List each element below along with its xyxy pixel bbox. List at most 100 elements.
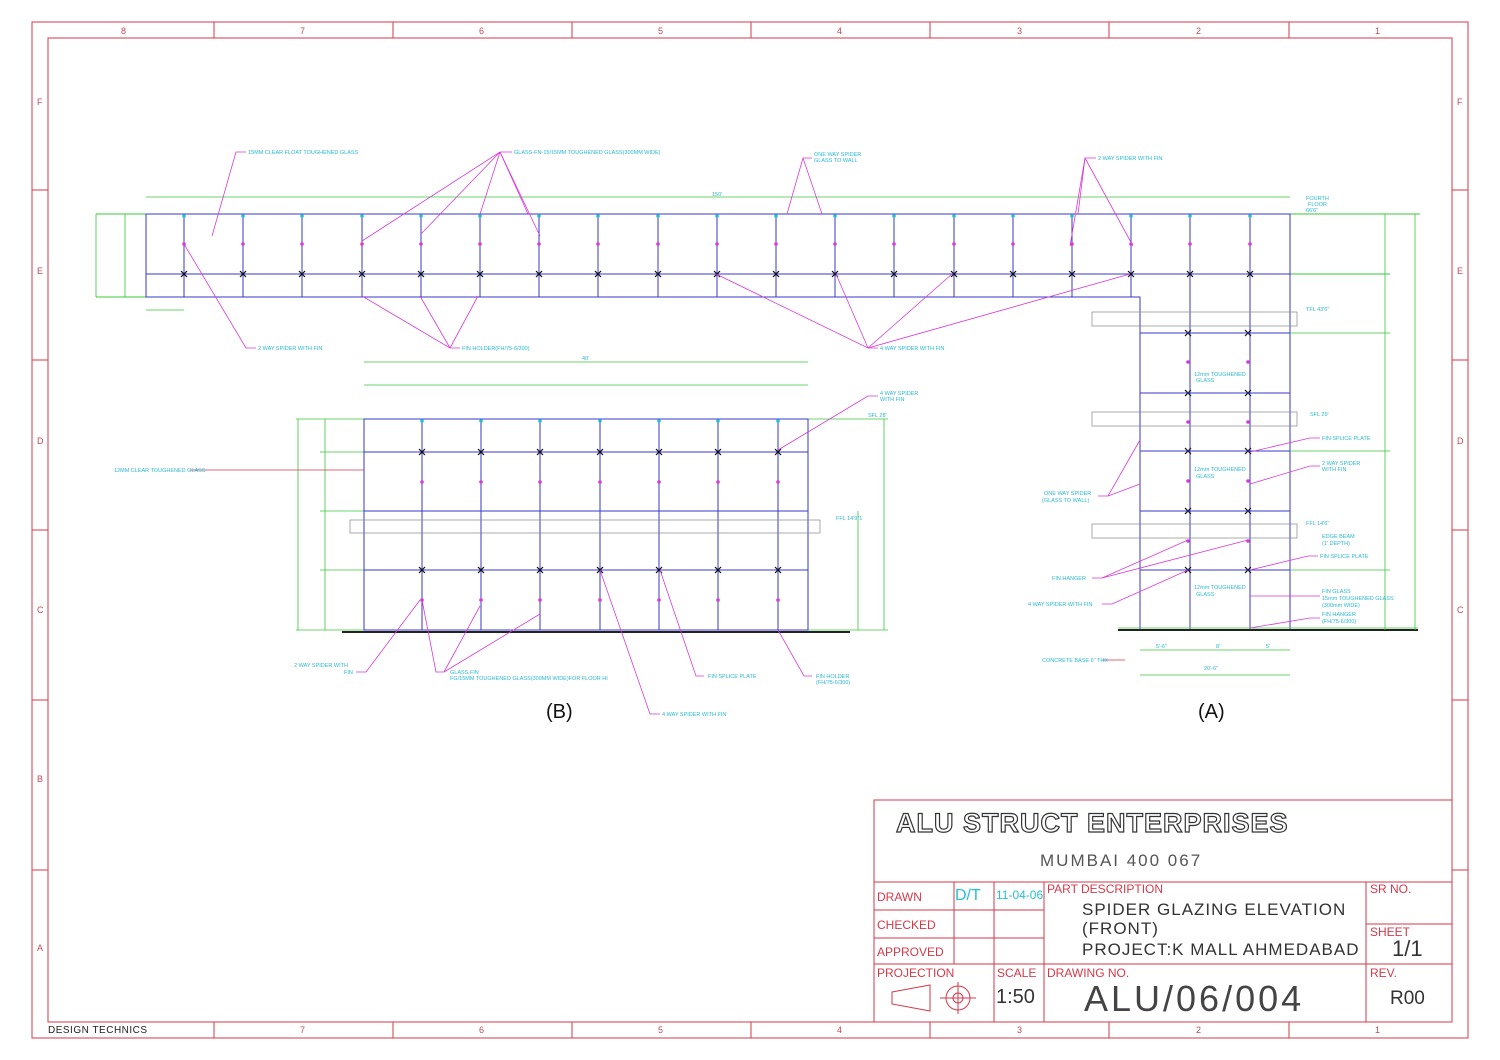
two-way-spider	[774, 242, 778, 246]
annotation-a-sfl: SFL 29'	[1310, 412, 1329, 418]
zone-right-C: C	[1457, 605, 1464, 615]
annotation-a-glass3: 12mm TOUGHENED	[1194, 585, 1246, 591]
four-way-spider	[1009, 270, 1017, 278]
four-way-spider	[774, 566, 782, 574]
two-way-spider	[1246, 479, 1250, 483]
annotation-a-concrete: CONCRETE BASE 6" THK	[1042, 658, 1108, 664]
annotation-b-two-way: 2 WAY SPIDER WITH	[294, 663, 348, 669]
four-way-spider	[298, 270, 306, 278]
two-way-spider	[360, 242, 364, 246]
part-desc-label: PART DESCRIPTION	[1047, 882, 1164, 896]
annotation-a-fin-glass: FIN GLASS	[1322, 589, 1351, 595]
annotation-b-fin-splice: FIN SPLICE PLATE	[708, 674, 757, 680]
two-way-spider	[715, 242, 719, 246]
two-way-spider	[1246, 360, 1250, 364]
one-way-spider	[419, 214, 423, 218]
two-way-spider	[776, 480, 780, 484]
four-way-spider	[1246, 270, 1254, 278]
leader-lines	[183, 151, 1320, 715]
two-way-spider	[833, 242, 837, 246]
zone-left-C: C	[37, 605, 44, 615]
four-way-spider	[714, 566, 722, 574]
one-way-spider	[479, 419, 483, 423]
annotation-b-ffl: FFL 14'9"1	[836, 516, 862, 522]
zone-left-E: E	[37, 266, 44, 276]
view-a-label: (A)	[1198, 701, 1225, 723]
one-way-spider	[833, 214, 837, 218]
two-way-spider	[596, 242, 600, 246]
annotation-b-four-way: 4 WAY SPIDER	[880, 391, 918, 397]
zone-bottom-1: 1	[1375, 1025, 1381, 1035]
zone-top-5: 5	[658, 26, 664, 36]
four-way-spider	[890, 270, 898, 278]
zone-left-A: A	[37, 943, 44, 953]
annotation-b-four-way-fin: 4 WAY SPIDER WITH FIN	[662, 712, 726, 718]
one-way-spider	[300, 214, 304, 218]
one-way-spider	[538, 419, 542, 423]
four-way-spider	[180, 270, 188, 278]
view-b-elevation	[296, 361, 888, 633]
company-name: ALU STRUCT ENTERPRISES	[895, 807, 1289, 838]
four-way-spider	[1186, 270, 1194, 278]
one-way-spider	[478, 214, 482, 218]
annotation-one-way-top: ONE WAY SPIDER	[814, 152, 861, 158]
one-way-spider	[1070, 214, 1074, 218]
two-way-spider	[1186, 539, 1190, 543]
two-way-spider	[537, 242, 541, 246]
four-way-spider	[476, 270, 484, 278]
annotation-a-fin-glass3: (300mm WIDE)	[1322, 603, 1360, 609]
one-way-spider	[774, 214, 778, 218]
one-way-spider	[892, 214, 896, 218]
one-way-spider	[715, 214, 719, 218]
zone-right-E: E	[1457, 266, 1464, 276]
two-way-spider	[300, 242, 304, 246]
dimension-a-3: 5'	[1266, 644, 1270, 650]
two-way-spider	[1070, 242, 1074, 246]
sheet-value: 1/1	[1392, 936, 1423, 961]
annotation-a-fin-hanger3: (FH/75-6/300)	[1322, 619, 1356, 625]
four-way-spider	[535, 270, 543, 278]
drawing-no-label: DRAWING NO.	[1047, 966, 1130, 980]
scale-label: SCALE	[997, 966, 1037, 980]
one-way-spider	[598, 419, 602, 423]
two-way-spider	[1186, 420, 1190, 424]
annotation-four-way-top: 4 WAY SPIDER WITH FIN	[880, 346, 944, 352]
annotation-a-glass1: 12mm TOUGHENED	[1194, 372, 1246, 378]
projection-symbol-icon	[891, 982, 976, 1014]
four-way-spider	[239, 270, 247, 278]
one-way-spider	[537, 214, 541, 218]
four-way-spider	[418, 566, 426, 574]
two-way-spider	[1246, 420, 1250, 424]
one-way-spider	[182, 214, 186, 218]
annotation-fourth-floor: FOURTH	[1306, 196, 1329, 202]
annotation-a-fin-glass2: 15mm TOUGHENED GLASS	[1322, 596, 1394, 602]
four-way-spider	[596, 448, 604, 456]
two-way-spider	[1129, 242, 1133, 246]
two-way-spider	[1188, 242, 1192, 246]
zone-right-D: D	[1457, 436, 1464, 446]
annotation-a-two-way: 2 WAY SPIDER	[1322, 461, 1360, 467]
two-way-spider	[657, 480, 661, 484]
annotation-b-two-way2: FIN	[344, 670, 353, 676]
one-way-spider	[360, 214, 364, 218]
four-way-spider	[418, 448, 426, 456]
part-desc-line2: (FRONT)	[1082, 919, 1159, 938]
two-way-spider	[952, 242, 956, 246]
four-way-spider	[772, 270, 780, 278]
annotation-b-sfl: SFL 28'	[868, 413, 887, 419]
zone-top-1: 1	[1375, 26, 1381, 36]
two-way-spider	[1011, 242, 1015, 246]
zone-left-D: D	[37, 436, 44, 446]
zone-top-6: 6	[479, 26, 485, 36]
dimension-a-total: 20'-6"	[1204, 666, 1218, 672]
footer-note: DESIGN TECHNICS	[48, 1025, 148, 1036]
two-way-spider	[538, 598, 542, 602]
zone-bottom-5: 5	[658, 1025, 664, 1035]
annotation-a-fin-splice1: FIN SPLICE PLATE	[1322, 436, 1371, 442]
four-way-spider	[594, 270, 602, 278]
annotation-a-tfl: TFL 43'6"	[1306, 307, 1329, 313]
annotation-b-fin-holder2: (FH/75-6/300)	[816, 680, 850, 686]
dimension-a-1: 5'-6"	[1156, 644, 1167, 650]
annotation-b-four-way2: WITH FIN	[880, 397, 904, 403]
